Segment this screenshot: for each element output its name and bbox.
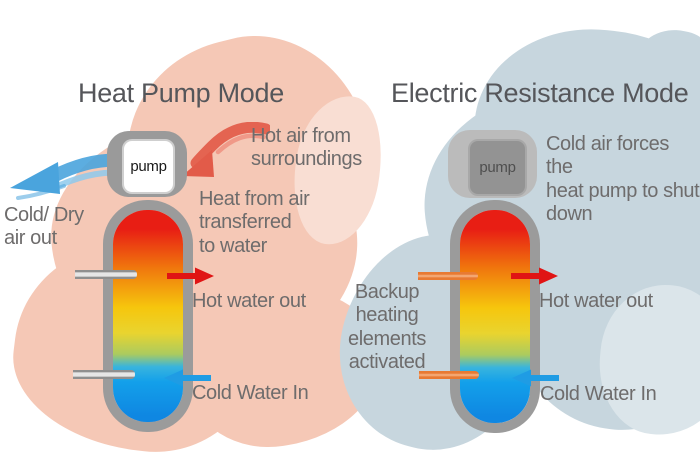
left-cold-water-arrow-icon	[164, 369, 211, 387]
left-hot-water-arrow-icon	[167, 267, 214, 285]
right-lower-heating-element-pipe	[419, 371, 479, 379]
heat-transferred-label: Heat from air transferred to water	[199, 188, 310, 257]
right-hot-water-out-label: Hot water out	[539, 290, 653, 312]
cold-air-forces-shutdown-label: Cold air forces the heat pump to shut do…	[546, 133, 700, 226]
left-hot-water-out-label: Hot water out	[192, 290, 306, 312]
right-pump-face: pump	[468, 139, 527, 196]
right-cold-water-in-label: Cold Water In	[540, 383, 657, 405]
right-cold-water-arrow-icon	[512, 369, 559, 387]
left-panel-title: Heat Pump Mode	[78, 78, 284, 108]
cold-dry-air-out-label: Cold/ Dry air out	[4, 204, 84, 250]
right-water-tank	[450, 200, 540, 433]
backup-heating-elements-label: Backup heating elements activated	[348, 281, 426, 374]
right-pump-label: pump	[479, 159, 516, 176]
right-upper-heating-element-pipe	[418, 272, 478, 280]
left-tank-temperature-gradient	[113, 210, 183, 422]
right-tank-temperature-gradient	[460, 210, 530, 423]
left-pump-label: pump	[130, 158, 167, 175]
hot-air-brush-arrow-icon	[182, 122, 270, 177]
left-cold-water-pipe	[73, 370, 135, 379]
hot-air-from-surroundings-label: Hot air from surroundings	[251, 125, 362, 171]
right-hot-water-arrow-icon	[511, 267, 558, 285]
left-pump-face: pump	[122, 139, 175, 194]
left-water-tank	[103, 200, 193, 432]
right-panel-title: Electric Resistance Mode	[391, 78, 689, 108]
left-hot-water-pipe	[75, 270, 137, 279]
left-cold-water-in-label: Cold Water In	[192, 382, 309, 404]
